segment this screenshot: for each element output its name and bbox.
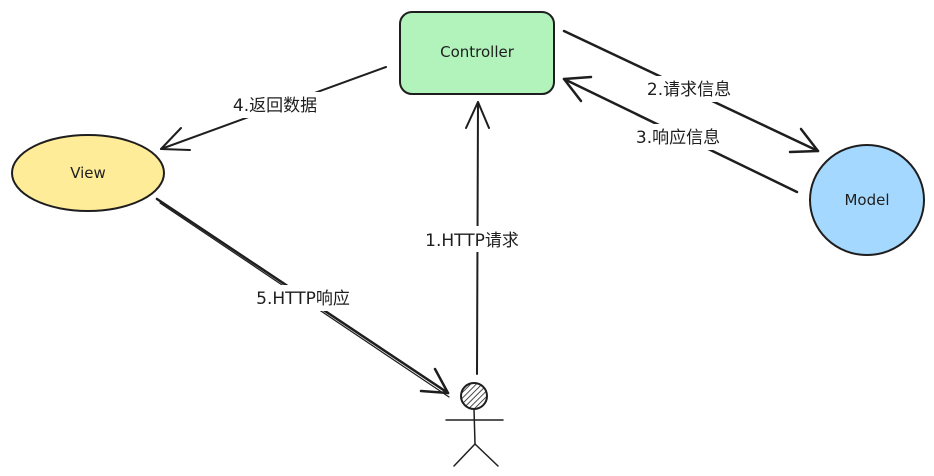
edge-http-request-label-bg <box>412 226 532 252</box>
edge-http-request-arrowhead <box>465 101 490 129</box>
edge-request-info-arrowhead <box>788 127 820 154</box>
edge-return-data-label: 4.返回数据 <box>233 96 317 116</box>
edge-request-info-label: 2.请求信息 <box>647 80 731 100</box>
user-stick-figure-icon <box>445 382 504 467</box>
view-node[interactable]: View <box>11 134 165 212</box>
user-legs <box>453 443 499 467</box>
user-head <box>460 382 488 410</box>
view-label: View <box>70 164 106 182</box>
edge-return-data-arrowhead <box>160 127 191 151</box>
edge-request-info-label-bg <box>636 76 742 102</box>
view-ellipse <box>11 134 165 212</box>
controller-label: Controller <box>440 43 515 61</box>
edge-response-info-arrowhead <box>562 75 593 103</box>
controller-box <box>399 11 555 95</box>
model-node[interactable]: Model <box>809 144 925 256</box>
model-label: Model <box>844 191 889 209</box>
user-body <box>473 408 476 445</box>
edge-response-info-label: 3.响应信息 <box>636 128 720 148</box>
edge-http-request-label: 1.HTTP请求 <box>425 231 519 251</box>
edge-http-response-label-bg <box>241 285 365 311</box>
controller-node[interactable]: Controller <box>399 11 555 95</box>
edge-http-response-arrowhead <box>419 367 450 395</box>
edge-http-response-label: 5.HTTP响应 <box>256 289 350 309</box>
edge-response-info-label-bg <box>624 124 732 150</box>
model-ellipse <box>809 144 925 256</box>
edge-return-data-label-bg <box>220 92 330 118</box>
